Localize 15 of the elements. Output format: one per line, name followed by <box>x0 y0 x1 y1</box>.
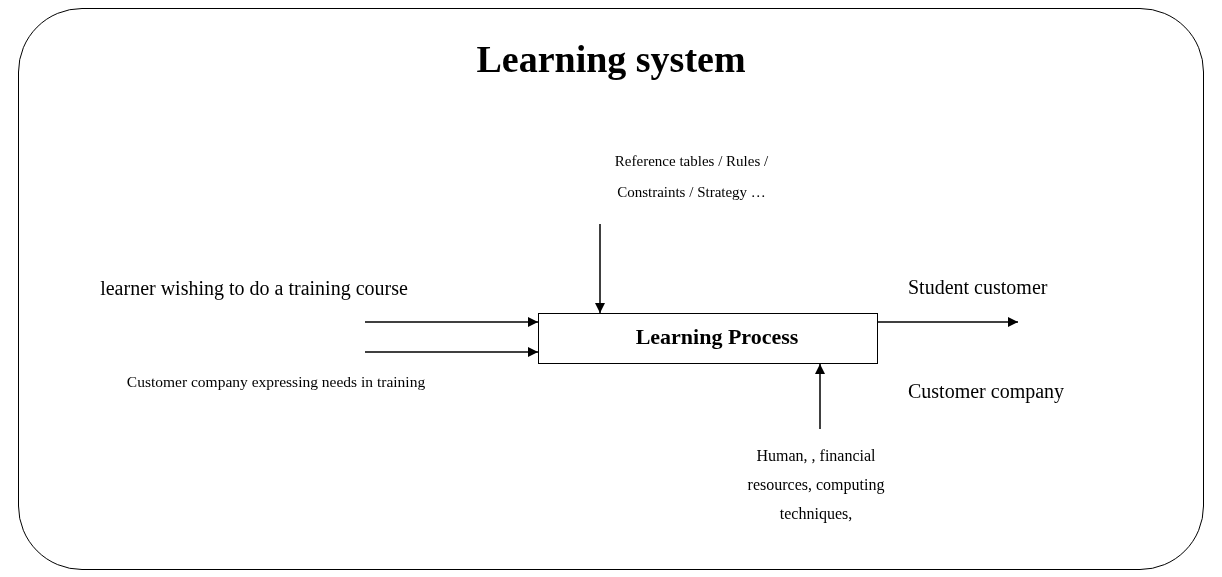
input-text: learner wishing to do a training course <box>100 277 408 300</box>
output-text: Student customer <box>908 276 1048 299</box>
process-box <box>538 313 878 364</box>
output-text: Customer company <box>908 380 1065 403</box>
arrow <box>364 347 539 357</box>
control-text: Reference tables / Rules / Constraints / Strategy … <box>613 152 770 202</box>
arrow <box>815 363 825 430</box>
system-boundary <box>18 8 1204 570</box>
process-name: Learning Process <box>635 324 799 350</box>
mechanism-text: Human, , financial resources, computing techniques, <box>746 446 886 525</box>
input-text: Customer company expressing needs in training <box>126 373 426 391</box>
group-title: Learning system <box>476 37 746 81</box>
arrow <box>595 223 605 314</box>
arrow <box>364 317 539 327</box>
arrow <box>877 317 1019 327</box>
